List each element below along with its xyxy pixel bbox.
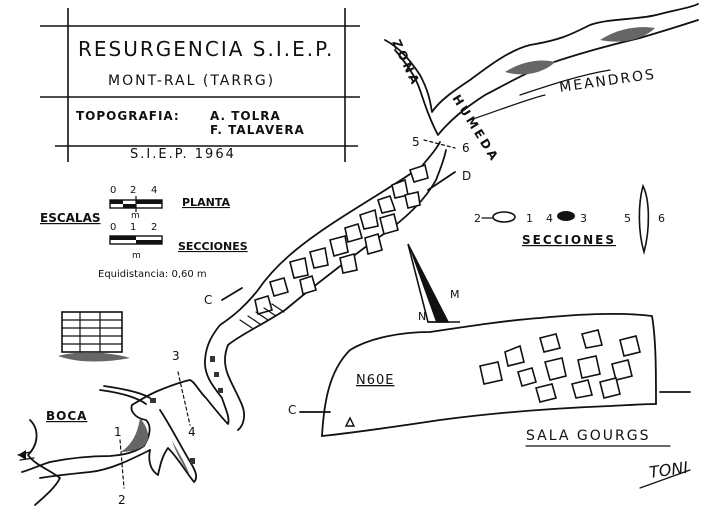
org-year: S.I.E.P. 1964	[130, 147, 236, 162]
legend-num-2: 2	[474, 212, 481, 225]
small-blocks	[150, 356, 223, 464]
north-arrow: N M	[407, 243, 460, 323]
legend-num-1: 1	[526, 212, 533, 225]
legend-num-5: 5	[624, 212, 631, 225]
cave-plan	[21, 141, 447, 483]
map-location: MONT-RAL (TARRG)	[108, 73, 275, 89]
boca-label: BOCA	[46, 409, 87, 423]
cave-hatching	[239, 303, 285, 329]
plan-scale-fill-c	[136, 200, 162, 204]
author-1: A. TOLRA	[210, 109, 281, 123]
marker-c-line	[221, 287, 243, 301]
sections-legend: 2 1 4 3 5 6 SECCIONES	[474, 183, 665, 255]
plan-tick-0: 0	[110, 185, 116, 196]
point-d: D	[462, 169, 471, 183]
section-num-6: 6	[462, 141, 470, 155]
legend-num-3: 3	[580, 212, 587, 225]
topography-label: TOPOGRAFIA:	[76, 109, 180, 123]
legend-num-4: 4	[546, 212, 553, 225]
n60e-label: N60E	[356, 373, 394, 388]
humeda-label: HUMEDA	[449, 92, 502, 165]
breakdown-blocks	[254, 163, 429, 316]
section-unit: m	[132, 251, 141, 261]
equidistance-note: Equidistancia: 0,60 m	[98, 269, 207, 280]
section-num-2: 2	[118, 493, 126, 507]
section-tick-0: 0	[110, 222, 116, 233]
marker-d-line	[427, 171, 456, 191]
sala-gourgs-section	[299, 312, 691, 437]
north-label-n: N	[418, 310, 426, 323]
plan-scale-fill-b	[123, 204, 136, 208]
signature-stroke	[639, 469, 691, 489]
section-num-4: 4	[188, 425, 196, 439]
north-label-m: M	[450, 288, 460, 301]
title-block-frame	[40, 8, 360, 162]
legend-num-6: 6	[658, 212, 665, 225]
sections-label: SECCIONES	[178, 240, 248, 253]
secciones-label: SECCIONES	[522, 233, 616, 247]
point-c: C	[204, 293, 212, 307]
sala-gourgs-label: SALA GOURGS	[526, 428, 650, 444]
section-scale-fill-a	[110, 236, 136, 240]
section-num-5: 5	[412, 135, 420, 149]
entrance-boca	[17, 311, 130, 506]
plan-tick-2: 2	[130, 185, 136, 196]
section-tick-2: 2	[151, 222, 157, 233]
plan-scale-fill-a	[110, 200, 123, 204]
point-c-section: C	[288, 403, 296, 417]
plan-label: PLANTA	[182, 196, 230, 209]
zona-label: ZONA	[389, 37, 423, 88]
section-num-1: 1	[114, 425, 122, 439]
section-tick-1: 1	[130, 222, 136, 233]
author-2: F. TALAVERA	[210, 123, 305, 137]
section-scale-fill-b	[136, 240, 162, 244]
plan-unit: m	[131, 211, 140, 221]
author-signature: TONI	[648, 458, 690, 482]
section-lines	[119, 139, 456, 489]
scale-block: ESCALAS 0 2 4 m PLANTA 0 1 2 m SECCIONES…	[40, 185, 248, 280]
stream-meandros	[384, 3, 699, 136]
section-num-3: 3	[172, 349, 180, 363]
map-title: RESURGENCIA S.I.E.P.	[78, 37, 334, 61]
scales-heading: ESCALAS	[40, 211, 101, 225]
plan-tick-4: 4	[151, 185, 157, 196]
